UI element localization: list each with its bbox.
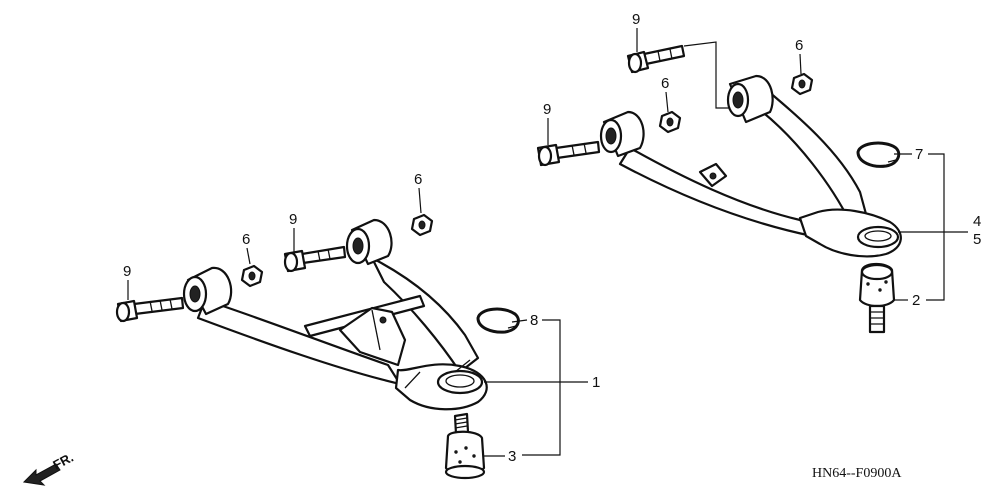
leader-lines [127, 28, 968, 457]
upper-arm [599, 74, 902, 258]
callout-6-upper-rear: 6 [795, 37, 803, 54]
callout-6-lower-front: 6 [242, 231, 250, 248]
front-direction-indicator: FR. [22, 450, 76, 486]
callout-6-upper-front: 6 [661, 75, 669, 92]
lower-arm [182, 218, 488, 411]
drawing-code: HN64--F0900A [812, 466, 902, 481]
callout-8: 8 [530, 312, 538, 329]
callout-6-lower-rear: 6 [414, 171, 422, 188]
callout-5: 5 [973, 231, 981, 248]
callout-9-upper-front: 9 [543, 101, 551, 118]
callout-4: 4 [973, 213, 981, 230]
callout-labels: 9 9 9 9 6 6 6 6 8 1 3 7 4 5 2 [123, 11, 981, 465]
front-arrow-icon [22, 463, 61, 486]
upper-arm-hardware [536, 44, 901, 334]
callout-9-lower-front: 9 [123, 263, 131, 280]
callout-7: 7 [915, 146, 923, 163]
callout-3: 3 [508, 448, 516, 465]
lower-arm-hardware [115, 213, 520, 480]
callout-2: 2 [912, 292, 920, 309]
callout-1: 1 [592, 374, 600, 391]
callout-9-lower-rear: 9 [289, 211, 297, 228]
callout-9-upper-rear: 9 [632, 11, 640, 28]
